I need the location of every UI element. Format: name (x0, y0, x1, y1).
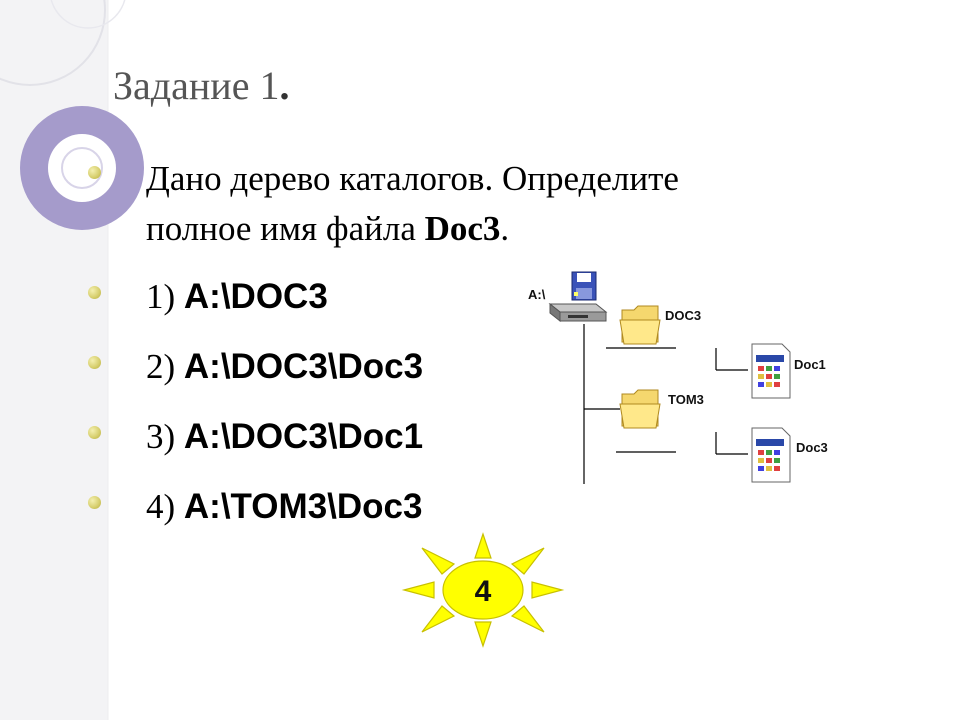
question-line-2-prefix: полное имя файла (146, 209, 425, 248)
bullet-dot (88, 166, 101, 179)
directory-tree: A:\ DOC3 TOM3 (528, 271, 828, 484)
document-icon (751, 427, 791, 483)
document-icon (751, 343, 791, 399)
folder-doc3-label: DOC3 (665, 308, 701, 323)
answer-value: 4 (475, 575, 492, 608)
option-path: A:\DOC3\Doc1 (183, 417, 424, 456)
tree-root-label: A:\ (528, 287, 546, 302)
folder-tom3-label: TOM3 (668, 392, 704, 407)
slide-title-text: Задание 1 (113, 63, 280, 108)
question-line-1: Дано дерево каталогов. Определите (146, 159, 679, 198)
file-doc3-label: Doc3 (796, 440, 828, 455)
slide-title-dot: . (279, 63, 290, 108)
question-line-2-suffix: . (500, 209, 510, 248)
bullet-dot (88, 496, 101, 509)
floppy-drive-icon (548, 271, 608, 323)
tree-connector-lines (583, 324, 748, 484)
bullet-dot (88, 286, 101, 299)
option-number: 3) (146, 417, 184, 456)
folder-icon (619, 305, 661, 345)
answer-option-2: 2) A:\DOC3\Doc3 (146, 342, 423, 392)
answer-option-4: 4) A:\TOM3\Doc3 (146, 482, 422, 532)
option-path: A:\TOM3\Doc3 (183, 487, 423, 526)
answer-option-1: 1) A:\DOC3 (146, 272, 328, 322)
sun-icon (401, 532, 565, 648)
option-number: 2) (146, 347, 184, 386)
file-doc1-label: Doc1 (794, 357, 826, 372)
bullet-dot (88, 356, 101, 369)
question-text: Дано дерево каталогов. Определите полное… (146, 154, 679, 254)
option-number: 1) (146, 277, 184, 316)
target-file-name: Doc3 (424, 209, 501, 248)
answer-option-3: 3) A:\DOC3\Doc1 (146, 412, 423, 462)
bullet-dot (88, 426, 101, 439)
slide-title: Задание 1. (113, 62, 289, 109)
option-number: 4) (146, 487, 184, 526)
answer-sun-button[interactable]: 4 (398, 528, 568, 652)
question-line-2: полное имя файла Doc3. (146, 204, 679, 254)
option-path: A:\DOC3 (183, 277, 328, 316)
option-path: A:\DOC3\Doc3 (183, 347, 424, 386)
folder-icon (619, 389, 661, 429)
